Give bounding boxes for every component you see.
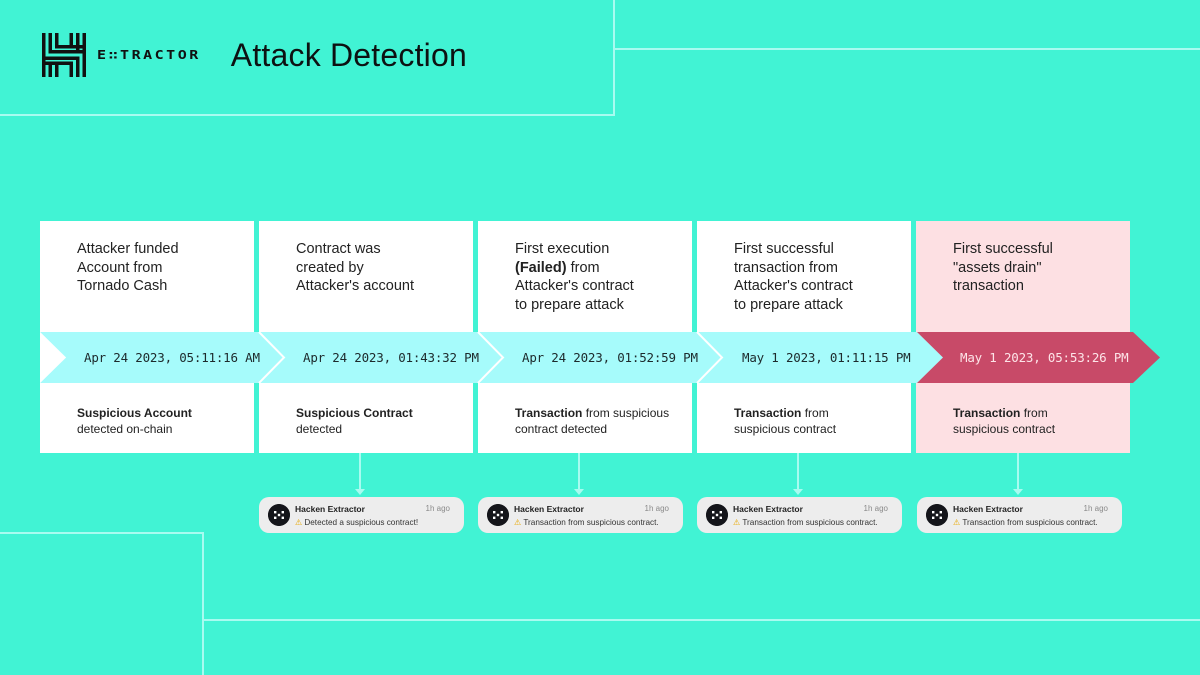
decor-line — [613, 0, 615, 116]
warning-icon: ⚠ — [733, 518, 741, 527]
brand-wordmark: E∷TRACTOR — [97, 47, 201, 63]
hacken-logo-icon — [42, 33, 86, 77]
timestamp-2: Apr 24 2023, 01:43:32 PM — [303, 350, 479, 365]
extractor-avatar-icon — [926, 504, 948, 526]
notification-message: ⚠Transaction from suspicious contract. — [953, 518, 1098, 527]
connector-arrow — [1013, 453, 1023, 495]
detection-label: Transaction from suspicious contract — [734, 406, 837, 436]
event-description: Contract was created by Attacker's accou… — [296, 241, 415, 295]
notification-5[interactable]: Hacken Extractor 1h ago ⚠Transaction fro… — [917, 497, 1122, 533]
warning-icon: ⚠ — [295, 518, 303, 527]
connector-arrow — [793, 453, 803, 495]
notification-2[interactable]: Hacken Extractor 1h ago ⚠Detected a susp… — [259, 497, 464, 533]
extractor-avatar-icon — [487, 504, 509, 526]
detection-label: Transaction from suspicious contract det… — [515, 406, 670, 436]
page-title: Attack Detection — [230, 36, 467, 73]
decor-line — [615, 48, 1200, 50]
timeline-card-4: First successful transaction from Attack… — [697, 221, 911, 453]
decor-line — [0, 114, 615, 116]
notification-time: 1h ago — [1083, 504, 1108, 513]
notification-time: 1h ago — [425, 504, 450, 513]
notification-message: ⚠Transaction from suspicious contract. — [514, 518, 659, 527]
detection-label: Suspicious Account detected on-chain — [77, 406, 192, 436]
notification-sender: Hacken Extractor — [733, 504, 803, 514]
decor-line — [203, 619, 1200, 621]
extractor-avatar-icon — [706, 504, 728, 526]
timestamp-4: May 1 2023, 01:11:15 PM — [742, 350, 911, 365]
notification-time: 1h ago — [644, 504, 669, 513]
event-description: First successful "assets drain" transact… — [953, 241, 1053, 295]
timestamp-3: Apr 24 2023, 01:52:59 PM — [522, 350, 698, 365]
timestamp-1: Apr 24 2023, 05:11:16 AM — [84, 350, 260, 365]
notification-time: 1h ago — [863, 504, 888, 513]
notification-sender: Hacken Extractor — [295, 504, 365, 514]
timeline-band: Apr 24 2023, 05:11:16 AM Apr 24 2023, 01… — [0, 332, 1200, 383]
decor-line — [0, 532, 203, 534]
notification-sender: Hacken Extractor — [514, 504, 584, 514]
detection-label: Transaction from suspicious contract — [953, 406, 1056, 436]
warning-icon: ⚠ — [953, 518, 961, 527]
notification-message: ⚠Detected a suspicious contract! — [295, 518, 419, 527]
decor-line — [202, 532, 204, 675]
notification-message: ⚠Transaction from suspicious contract. — [733, 518, 878, 527]
notification-3[interactable]: Hacken Extractor 1h ago ⚠Transaction fro… — [478, 497, 683, 533]
header: E∷TRACTOR Attack Detection — [42, 33, 467, 77]
extractor-avatar-icon — [268, 504, 290, 526]
event-description: First successful transaction from Attack… — [734, 241, 853, 314]
detection-label: Suspicious Contract detected — [296, 406, 413, 436]
timeline-arrows — [40, 332, 1160, 383]
event-description: Attacker funded Account from Tornado Cas… — [77, 241, 179, 295]
connector-arrow — [574, 453, 584, 495]
notification-4[interactable]: Hacken Extractor 1h ago ⚠Transaction fro… — [697, 497, 902, 533]
event-description: First execution (Failed) from Attacker's… — [515, 241, 634, 314]
notification-sender: Hacken Extractor — [953, 504, 1023, 514]
connector-arrow — [355, 453, 365, 495]
timestamp-5-alert: May 1 2023, 05:53:26 PM — [960, 350, 1129, 365]
warning-icon: ⚠ — [514, 518, 522, 527]
